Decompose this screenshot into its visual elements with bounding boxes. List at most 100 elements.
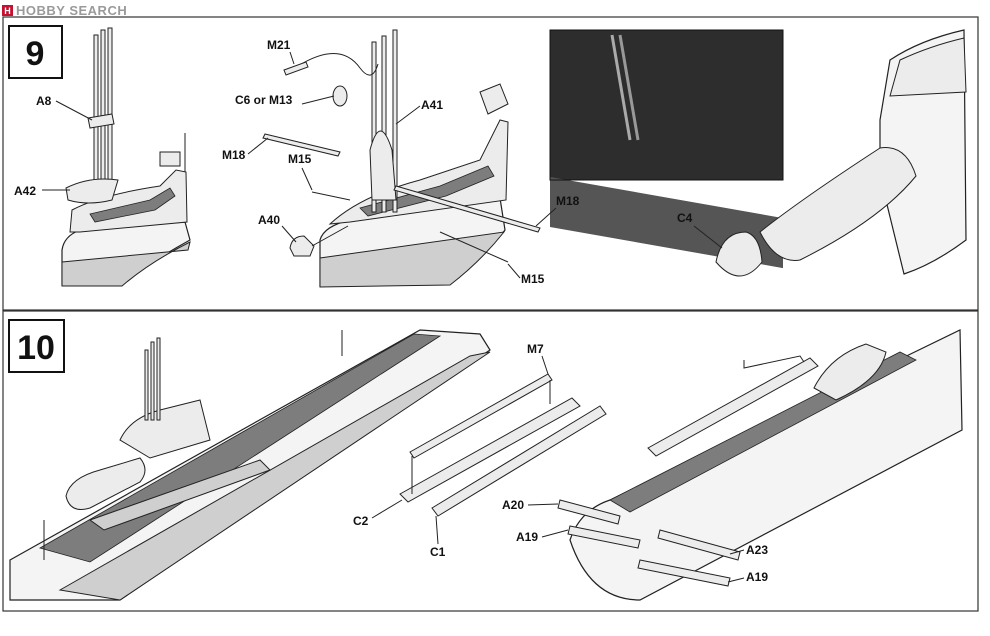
m7-leader (541, 355, 549, 375)
periscope-2 (150, 341, 155, 421)
callout-a40: A40 (258, 213, 280, 227)
step-9-number: 9 (26, 35, 45, 73)
leader-m15-bottom (507, 263, 521, 279)
watermark-text: HOBBY SEARCH (16, 3, 127, 18)
arrow-m15-lower (439, 231, 509, 263)
logo-mark: H (4, 6, 11, 16)
callout-c2: C2 (353, 514, 369, 528)
arrow-a40 (311, 225, 349, 247)
part-a40 (289, 235, 315, 257)
part-m21 (283, 61, 309, 76)
callout-c1: C1 (430, 545, 446, 559)
periscope-3 (156, 337, 161, 421)
reference-photo (550, 30, 783, 180)
hangar-tube (813, 343, 887, 401)
callout-a42: A42 (14, 184, 36, 198)
callout-m18-left: M18 (222, 148, 246, 162)
step-9-left-tower-drawing (61, 27, 191, 287)
hull-lower-band (319, 231, 506, 288)
leader-a40 (281, 225, 297, 243)
hull-lower-band (61, 241, 191, 287)
step-9-center-tower-drawing (262, 29, 541, 288)
railing (743, 355, 805, 369)
step-number-frame (8, 25, 63, 79)
leader-a23 (729, 549, 745, 555)
part-m18-left (262, 133, 341, 157)
callout-a20: A20 (502, 498, 524, 512)
periscope-1 (371, 41, 377, 213)
periscope-3 (392, 29, 398, 213)
logo-icon (2, 5, 13, 16)
leader-a20 (527, 503, 559, 506)
step-9-number-box: 9 (8, 25, 63, 79)
photo-frame (549, 29, 784, 181)
step-9-panel (2, 16, 979, 311)
callout-a19-right: A19 (746, 570, 768, 584)
part-a20 (557, 499, 621, 525)
bow-tower (889, 37, 967, 97)
part-m7 (409, 373, 553, 459)
periscope-2 (381, 35, 387, 213)
step-10-panel (2, 310, 979, 612)
callout-c4: C4 (677, 211, 693, 225)
callout-a23: A23 (746, 543, 768, 557)
leader-c6-m13 (301, 95, 335, 105)
leader-m18-right (535, 207, 557, 227)
periscope-3 (107, 27, 113, 196)
leader-m18-left (247, 137, 269, 155)
leader-m21 (289, 51, 295, 65)
leader-m15-top (301, 167, 313, 191)
periscope-1 (93, 34, 99, 196)
part-c6-m13 (332, 85, 348, 107)
periscope-2 (100, 29, 106, 196)
part-a41 (369, 130, 397, 201)
catapult-rail (647, 357, 819, 457)
arrow-m15 (311, 191, 351, 201)
step-10-callouts: M7 C2 C1 A20 A19 A23 A19 (353, 342, 768, 584)
hull-lower-band (58, 351, 491, 601)
step-9-callouts: A8 A42 M21 C6 or M13 A41 M18 M15 A40 M18… (14, 38, 693, 286)
callout-a41: A41 (421, 98, 443, 112)
periscope-1 (144, 349, 149, 421)
tower-deck-detail (89, 187, 176, 223)
step-10-number-box: 10 (8, 319, 65, 373)
step-10-number: 10 (17, 329, 55, 367)
part-a8 (87, 113, 115, 129)
step-9-right-bow-drawing (693, 29, 967, 277)
antenna-wire (297, 53, 379, 76)
step-10-left-hull-drawing (9, 329, 491, 601)
callout-m18-right: M18 (556, 194, 580, 208)
part-a19-right (637, 559, 731, 587)
leader-c1 (435, 515, 439, 545)
photo-periscope (610, 34, 632, 141)
photo-periscope-2 (618, 34, 640, 141)
conning-tower (119, 399, 211, 459)
hobbysearch-watermark: H HOBBY SEARCH (2, 3, 127, 18)
callout-c6-m13: C6 or M13 (235, 93, 293, 107)
part-a19-left (567, 525, 641, 549)
leader-a41 (395, 105, 421, 125)
step-10-catapult-parts (399, 355, 607, 517)
callout-m7: M7 (527, 342, 544, 356)
step-10-right-bow-drawing (557, 329, 963, 601)
callout-m21: M21 (267, 38, 291, 52)
part-a42 (65, 178, 119, 204)
part-c1 (431, 405, 607, 517)
part-m18-right (393, 185, 541, 233)
leader-a8 (55, 100, 93, 121)
catapult-track (88, 459, 271, 531)
step-number-frame (8, 319, 65, 373)
part-a23 (657, 529, 741, 561)
bow-hull (569, 329, 963, 601)
hangar-tube (65, 457, 146, 510)
callout-m15-top: M15 (288, 152, 312, 166)
leader-a19-left (541, 529, 569, 538)
gun-mount (479, 83, 509, 115)
hangar-section (759, 147, 917, 261)
leader-a19-right (727, 577, 745, 583)
c4-leader (693, 225, 723, 249)
panel-frames (2, 16, 979, 612)
leader-c2 (371, 499, 403, 519)
gun-mount (159, 151, 181, 167)
main-deck (38, 333, 442, 563)
